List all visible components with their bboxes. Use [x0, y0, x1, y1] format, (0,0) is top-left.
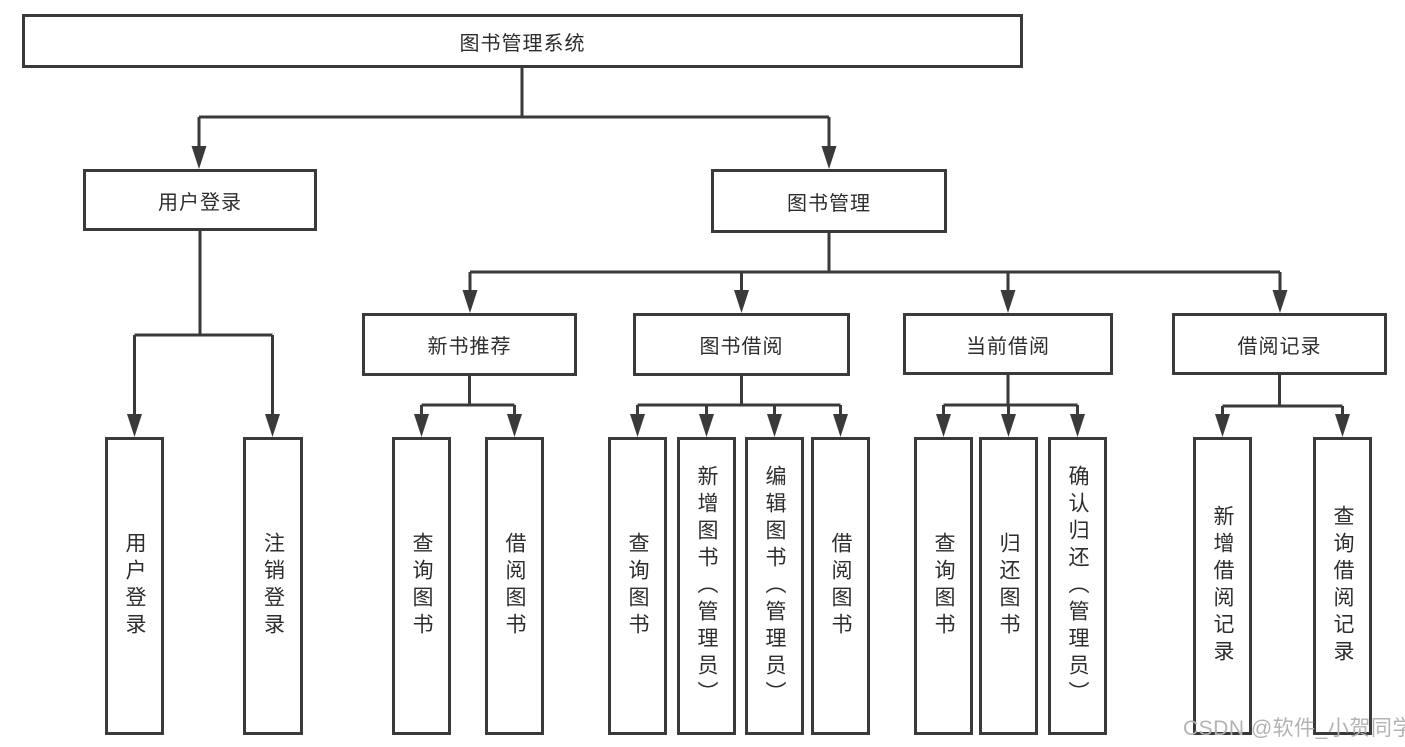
leaf-query-borrow-record: 查询借阅记录	[1313, 437, 1372, 735]
leaf-recommend-borrow-books-label: 借阅图书	[503, 532, 526, 640]
leaf-add-borrow-record-label: 新增借阅记录	[1211, 505, 1234, 667]
leaf-recommend-borrow-books: 借阅图书	[485, 437, 544, 735]
node-user-login-label: 用户登录	[158, 191, 242, 214]
leaf-user-login: 用户登录	[105, 437, 164, 735]
node-borrow-records-label: 借阅记录	[1237, 335, 1322, 358]
leaf-recommend-query-books: 查询图书	[392, 437, 451, 735]
leaf-logout-label: 注销登录	[261, 532, 285, 640]
leaf-recommend-query-books-label: 查询图书	[410, 532, 433, 640]
node-current-borrow-label: 当前借阅	[966, 335, 1050, 358]
leaf-add-books-admin: 新增图书（管理员）	[677, 437, 736, 735]
connector-recommend-children	[414, 376, 522, 437]
node-book-borrow-label: 图书借阅	[699, 336, 784, 358]
node-book-management-label: 图书管理	[787, 192, 871, 215]
connector-login-children	[127, 231, 280, 437]
connector-current-children	[936, 375, 1085, 437]
leaf-confirm-return-admin-label: 确认归还（管理员）	[1066, 464, 1089, 708]
node-new-book-recommend-label: 新书推荐	[427, 336, 512, 358]
node-new-book-recommend: 新书推荐	[362, 313, 577, 376]
node-current-borrow: 当前借阅	[903, 313, 1113, 375]
node-user-login: 用户登录	[83, 169, 317, 231]
connector-borrow-children	[630, 376, 848, 437]
node-borrow-records: 借阅记录	[1172, 313, 1387, 375]
connector-root-to-level2	[191, 68, 837, 169]
leaf-borrow-books-label: 借阅图书	[829, 532, 852, 640]
connector-management-to-level3	[462, 231, 1288, 313]
leaf-logout: 注销登录	[243, 437, 303, 735]
leaf-edit-books-admin: 编辑图书（管理员）	[745, 437, 804, 735]
node-book-management: 图书管理	[711, 169, 947, 233]
leaf-current-query-books: 查询图书	[914, 437, 973, 735]
node-library-system-label: 图书管理系统	[459, 32, 586, 55]
leaf-confirm-return-admin: 确认归还（管理员）	[1048, 437, 1107, 735]
node-book-borrow: 图书借阅	[633, 313, 850, 376]
leaf-edit-books-admin-label: 编辑图书（管理员）	[763, 464, 786, 708]
leaf-add-books-admin-label: 新增图书（管理员）	[695, 464, 718, 708]
node-library-system: 图书管理系统	[22, 14, 1023, 68]
csdn-watermark: CSDN @软件_小贺同学	[1183, 717, 1405, 740]
leaf-user-login-label: 用户登录	[123, 532, 146, 640]
leaf-add-borrow-record: 新增借阅记录	[1193, 437, 1252, 735]
leaf-current-query-books-label: 查询图书	[932, 532, 955, 640]
connector-records-children	[1215, 375, 1350, 437]
leaf-return-books: 归还图书	[979, 437, 1038, 735]
leaf-borrow-books: 借阅图书	[811, 437, 870, 735]
leaf-query-borrow-record-label: 查询借阅记录	[1331, 505, 1354, 667]
leaf-return-books-label: 归还图书	[997, 532, 1020, 640]
leaf-borrow-query-books-label: 查询图书	[626, 532, 649, 640]
leaf-borrow-query-books: 查询图书	[608, 437, 667, 735]
